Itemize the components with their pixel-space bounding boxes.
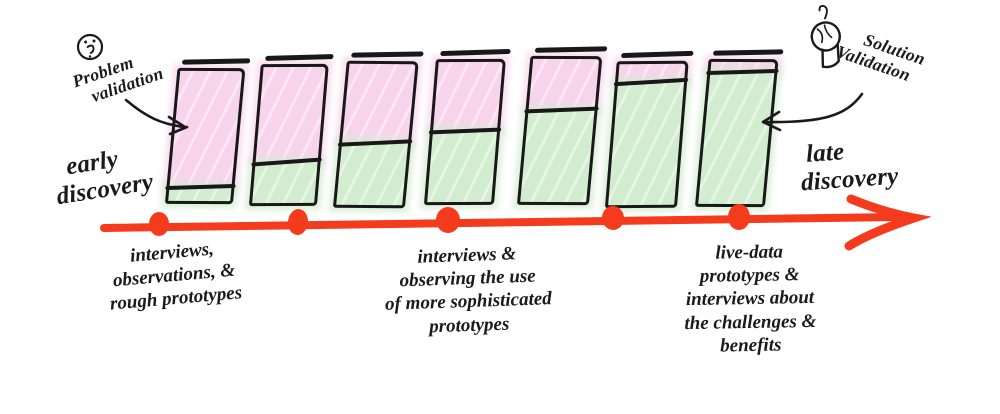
validation-bar-1 [164,58,251,205]
bar-top-cap-line [181,58,251,65]
validation-bar-7 [694,49,784,208]
validation-bar-2 [248,54,334,207]
validation-bar-3 [332,51,424,209]
late-discovery-label: late discovery [798,135,899,198]
note-line: benefits [720,334,782,357]
bar-outline [423,58,506,206]
validation-bar-5 [516,46,608,206]
bar-top-cap-line [713,49,784,56]
bar-outline [248,63,329,207]
bar-top-cap-line [440,48,511,56]
note-late-methods: live-data prototypes & interviews about … [647,239,853,358]
validation-bar-6 [604,50,694,209]
bar-top-cap-line [534,46,608,53]
bar-outline [604,60,689,209]
bar-outline [164,67,246,205]
bar-outline [516,55,603,206]
bar-top-cap-line [621,50,694,58]
bar-top-cap-line [265,54,334,61]
validation-bar-4 [423,48,511,206]
note-mid-methods: interviews & observing the use of more s… [346,240,589,341]
bar-outline [332,60,419,209]
bar-top-cap-line [351,51,424,58]
bar-outline [694,58,779,208]
